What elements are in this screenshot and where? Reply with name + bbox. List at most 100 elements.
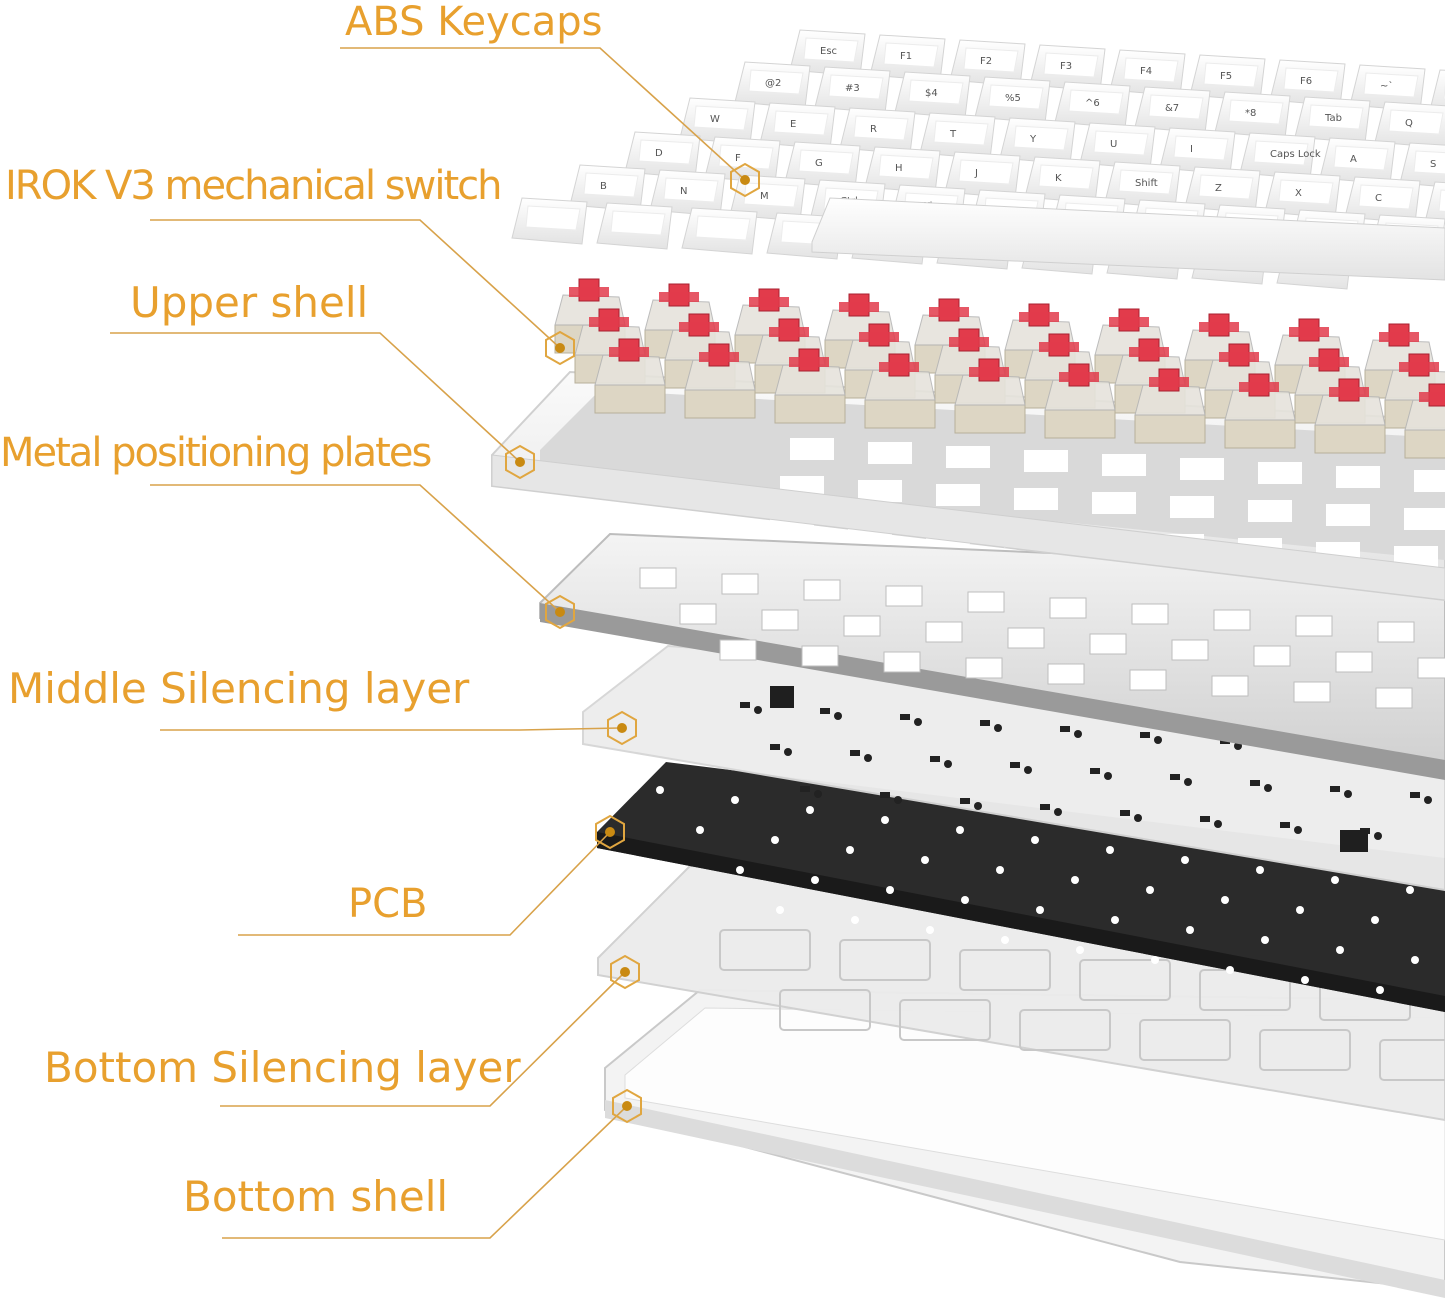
plate-cutout xyxy=(639,567,677,589)
keycap xyxy=(681,207,758,255)
keycap-legend: X xyxy=(1295,188,1302,199)
plate-cutout xyxy=(761,609,799,631)
keycap: U xyxy=(1079,122,1156,170)
mechanical-switch xyxy=(864,353,936,429)
keycap-legend: Z xyxy=(1215,183,1222,194)
label-bottom-silencing: Bottom Silencing layer xyxy=(44,1043,521,1092)
plate-cutout xyxy=(1375,687,1413,709)
silencing-hole xyxy=(1170,774,1180,780)
silencing-pocket xyxy=(1139,1019,1231,1061)
silencing-slot xyxy=(1340,830,1368,852)
pcb-hole xyxy=(1036,906,1044,914)
pcb-hole xyxy=(1151,956,1159,964)
keycap: R xyxy=(839,107,916,155)
pcb-hole xyxy=(696,826,704,834)
silencing-hole xyxy=(820,708,830,714)
keycap-legend: ^6 xyxy=(1085,98,1100,109)
silencing-hole xyxy=(1344,790,1352,798)
shell-cutout xyxy=(1024,450,1068,472)
plate-cutout xyxy=(721,573,759,595)
callout-marker-pcb xyxy=(595,814,625,850)
keycap-legend: E xyxy=(790,119,796,130)
label-metal-plates: Metal positioning plates xyxy=(0,430,432,476)
keycap-legend: H xyxy=(895,163,903,174)
keycap-legend: N xyxy=(680,186,687,197)
plate-cutout xyxy=(801,645,839,667)
shell-cutout xyxy=(1180,458,1224,480)
pcb-hole xyxy=(1226,966,1234,974)
callout-marker-switch xyxy=(545,330,575,366)
silencing-hole xyxy=(980,720,990,726)
keycap: F2 xyxy=(949,39,1026,87)
silencing-hole xyxy=(814,790,822,798)
label-middle-silencing: Middle Silencing layer xyxy=(8,664,470,713)
callout-marker-middle-silencing xyxy=(607,710,637,746)
keycap-legend: Shift xyxy=(1135,178,1158,189)
keycap: Z xyxy=(1184,166,1261,214)
silencing-pocket xyxy=(779,989,871,1031)
callout-marker-keycaps xyxy=(730,162,760,198)
silencing-hole xyxy=(864,754,872,762)
keycap: #3 xyxy=(814,66,891,114)
pcb-hole xyxy=(1181,856,1189,864)
silencing-hole xyxy=(1330,786,1340,792)
keycap-legend: F6 xyxy=(1300,76,1312,87)
shell-cutout xyxy=(868,442,912,464)
callout-marker-bottom-silencing xyxy=(610,954,640,990)
keycap-legend: D xyxy=(655,148,663,159)
pcb-hole xyxy=(921,856,929,864)
silencing-hole xyxy=(1104,772,1112,780)
shell-cutout xyxy=(790,438,834,460)
plate-cutout xyxy=(967,591,1005,613)
silencing-hole xyxy=(880,792,890,798)
silencing-hole xyxy=(1090,768,1100,774)
silencing-hole xyxy=(1374,832,1382,840)
upper-shell-layer-shape xyxy=(491,370,1445,602)
silencing-hole xyxy=(754,706,762,714)
silencing-hole xyxy=(944,760,952,768)
pcb-hole xyxy=(1331,876,1339,884)
pcb-hole xyxy=(851,916,859,924)
keycap-legend: G xyxy=(815,158,823,169)
label-switch: IROK V3 mechanical switch xyxy=(5,163,502,209)
keycap: Shift xyxy=(1104,161,1181,209)
keycap: F6 xyxy=(1269,59,1346,107)
silencing-hole xyxy=(1410,792,1420,798)
plate-cutout xyxy=(1293,681,1331,703)
pcb-hole xyxy=(956,826,964,834)
silencing-hole xyxy=(834,712,842,720)
keycap: ^6 xyxy=(1054,81,1131,129)
silencing-hole xyxy=(1264,784,1272,792)
silencing-hole xyxy=(1140,732,1150,738)
plate-cutout xyxy=(885,585,923,607)
silencing-hole xyxy=(914,718,922,726)
shell-cutout xyxy=(1394,546,1438,568)
keycap xyxy=(596,202,673,250)
keycap: Caps Lock xyxy=(1239,132,1321,180)
mechanical-switch xyxy=(774,348,846,424)
silencing-hole xyxy=(740,702,750,708)
keycap-legend: F2 xyxy=(980,56,992,67)
label-bottom-shell: Bottom shell xyxy=(183,1172,449,1221)
keycap-legend: F4 xyxy=(1140,66,1152,77)
silencing-hole xyxy=(1074,730,1082,738)
keycap-legend: F xyxy=(735,153,741,164)
pcb-hole xyxy=(1301,976,1309,984)
callout-marker-upper-shell xyxy=(505,444,535,480)
pcb-hole xyxy=(1001,936,1009,944)
keycap-legend: T xyxy=(949,129,957,140)
plate-cutout xyxy=(1417,657,1445,679)
pcb-hole xyxy=(776,906,784,914)
shell-cutout xyxy=(936,484,980,506)
callout-marker-bottom-shell xyxy=(612,1088,642,1124)
silencing-hole xyxy=(1294,826,1302,834)
plate-cutout xyxy=(1377,621,1415,643)
keycap: G xyxy=(784,141,861,189)
keycap-array: EscF1F2F3F4F5F6~`!1@2#3$4%5^6&7*8TabQWER… xyxy=(511,29,1445,290)
shell-cutout xyxy=(1014,488,1058,510)
keycap-legend: *8 xyxy=(1245,108,1256,119)
plate-cutout xyxy=(1253,645,1291,667)
pcb-hole xyxy=(1076,946,1084,954)
silencing-hole xyxy=(1184,778,1192,786)
